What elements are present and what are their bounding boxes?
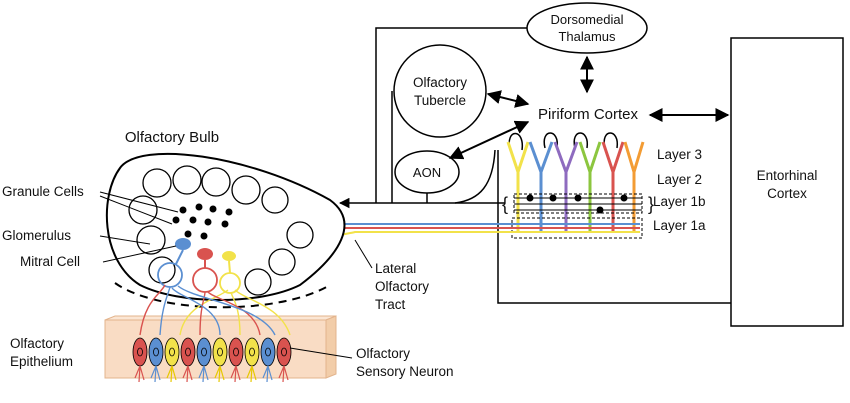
epithelium-label-2: Epithelium — [10, 354, 73, 369]
glomerulus-label: Glomerulus — [2, 228, 71, 243]
osn-label-2: Sensory Neuron — [356, 364, 454, 379]
layer3-label: Layer 3 — [657, 147, 702, 162]
svg-text:}: } — [648, 194, 654, 214]
pyramidal-orange — [623, 141, 645, 232]
mitral-cell-yellow — [222, 251, 236, 261]
sensory-cilia — [134, 365, 289, 383]
layer2-label: Layer 2 — [657, 172, 702, 187]
entorhinal-label-1: Entorhinal — [757, 168, 818, 183]
pyramidal-blue — [528, 141, 554, 232]
aon-label: AON — [413, 165, 441, 180]
tubercle-label-2: Tubercle — [414, 93, 466, 108]
osn-pointer — [289, 347, 353, 359]
pyramidal-yellow — [506, 141, 530, 232]
layer1b-label: Layer 1b — [653, 194, 706, 209]
pyramidal-green — [578, 141, 602, 232]
granule-cells — [172, 203, 233, 240]
olfactory-tubercle-circle — [393, 44, 487, 138]
connector-lines — [338, 27, 731, 304]
pyramidal-purple — [553, 141, 579, 232]
lot-label-2: Olfactory — [375, 279, 429, 294]
thalamus-label-2: Thalamus — [558, 29, 616, 44]
lot-label-3: Tract — [375, 297, 405, 312]
entorhinal-label-2: Cortex — [767, 186, 807, 201]
piriform-cortex-label: Piriform Cortex — [538, 106, 639, 123]
mitral-cell-label: Mitral Cell — [20, 254, 80, 269]
entorhinal-cortex-box — [730, 37, 844, 327]
tubercle-label-1: Olfactory — [413, 75, 467, 90]
cribriform-plate — [114, 282, 331, 309]
granule-cells-label: Granule Cells — [2, 184, 84, 199]
piriform-neurons: { } — [502, 132, 654, 239]
osn-label-1: Olfactory — [356, 346, 410, 361]
pyramidal-red — [601, 141, 625, 232]
sensory-neurons — [132, 337, 292, 367]
mitral-cell-red — [197, 248, 213, 260]
svg-text:{: { — [502, 194, 508, 214]
lot-label-1: Lateral — [375, 261, 416, 276]
epithelium-label-1: Olfactory — [10, 336, 64, 351]
sensory-neuron-nuclei — [137, 347, 287, 357]
bidirectional-arrows — [448, 55, 730, 160]
lot-pointer — [354, 239, 373, 269]
olfactory-bulb-label: Olfactory Bulb — [125, 129, 219, 146]
mitral-cell-blue — [175, 238, 191, 250]
thalamus-label-1: Dorsomedial — [551, 12, 624, 27]
bulb-glomeruli-circles — [128, 165, 314, 296]
dorsomedial-thalamus-ellipse — [526, 2, 648, 54]
osn-axons — [139, 284, 291, 336]
layer1a-label: Layer 1a — [653, 218, 706, 233]
